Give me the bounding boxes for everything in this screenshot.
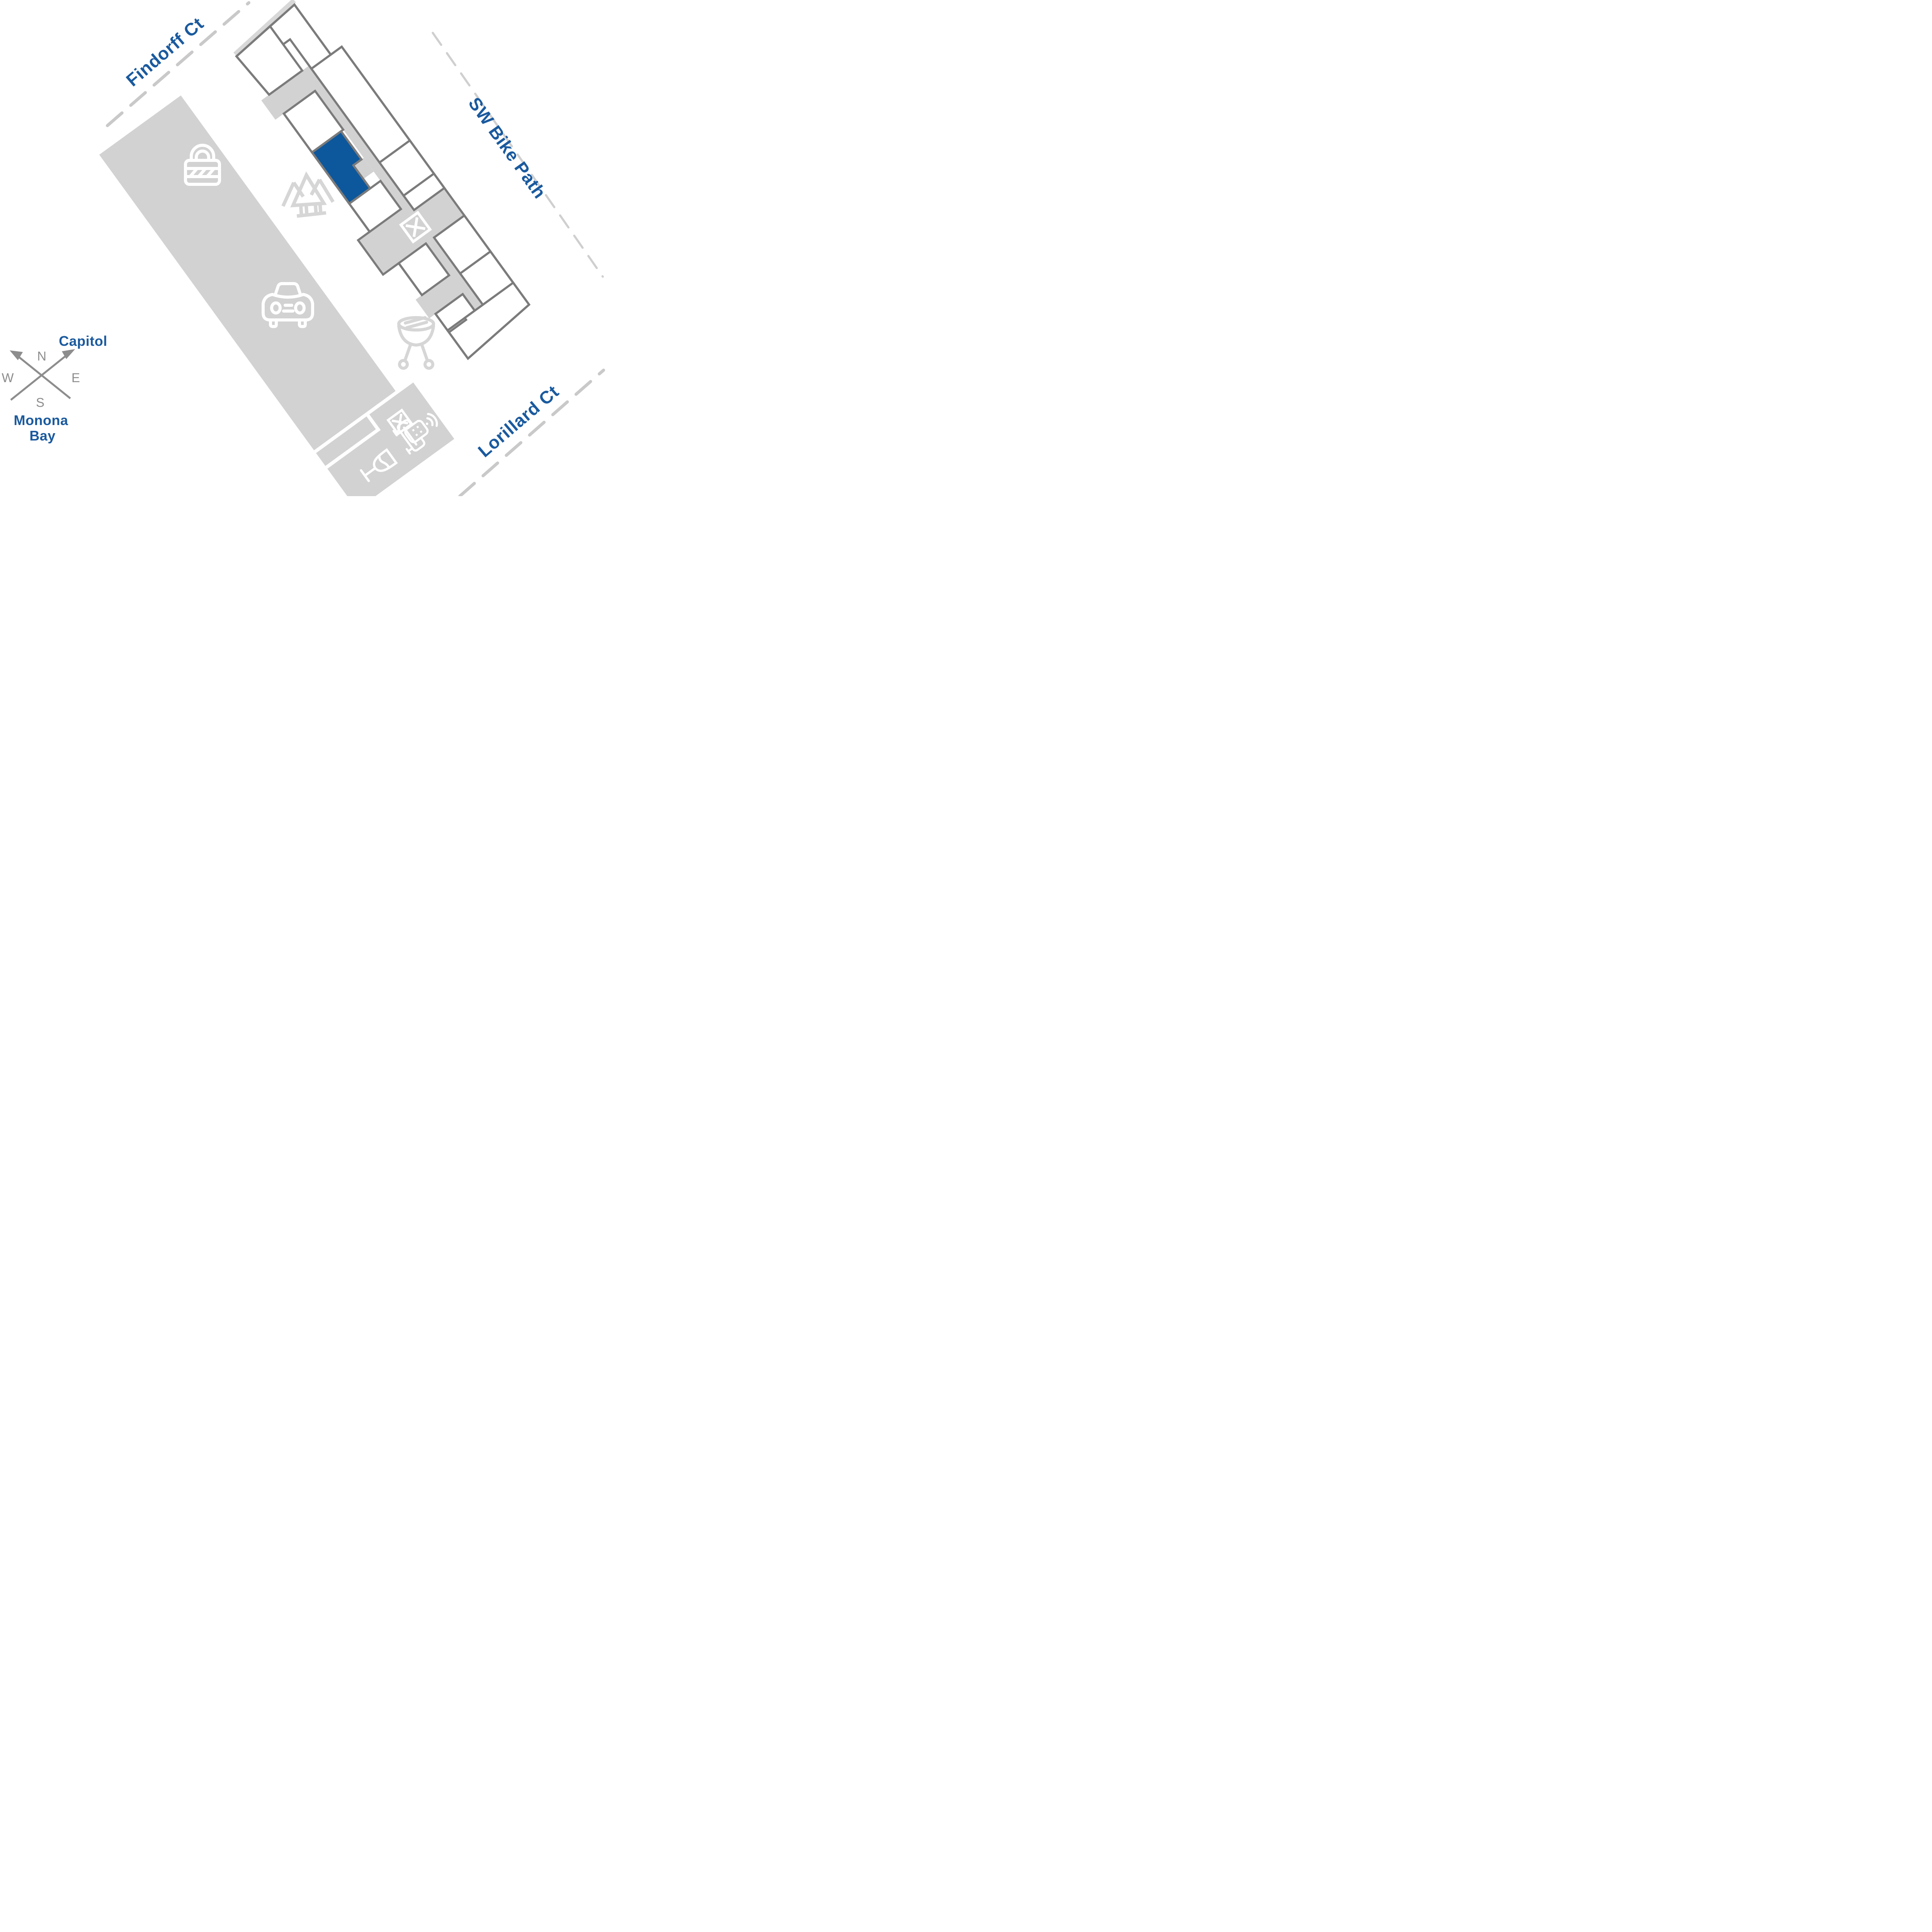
landmark-label-bay: Bay: [29, 428, 56, 444]
compass-arrowhead-nw: [10, 350, 23, 361]
car-icon: [262, 282, 314, 328]
corridor-jog: [354, 158, 374, 179]
compass-letter-e: E: [71, 371, 80, 385]
street-label-lorillard: Lorillard Ct: [474, 381, 563, 461]
sw-bike-path-line: [432, 32, 604, 278]
amenity-divider-step-line: [325, 413, 381, 469]
site-map-canvas: Findorff Ct SW Bike Path Lorillard Ct N …: [2, 0, 605, 496]
compass-letter-w: W: [2, 371, 14, 385]
amenity-divider-line: [314, 379, 413, 453]
compass-arrow-ne: [10, 354, 68, 401]
landmark-label-monona: Monona: [14, 412, 68, 428]
compass-letter-s: S: [36, 395, 44, 410]
landmark-labels: Capitol Monona Bay: [14, 333, 107, 444]
amenity-room-dividers: [314, 379, 413, 469]
wine-glass-icon: [360, 448, 398, 482]
building: [233, 0, 531, 360]
compass-arrow-nw: [16, 355, 71, 399]
compass-arrowhead-ne: [62, 349, 75, 359]
pine-trees-icon: [281, 171, 335, 218]
building-outline: [235, 3, 531, 360]
entry-walkway: [233, 0, 296, 56]
site-map: Findorff Ct SW Bike Path Lorillard Ct N …: [0, 0, 606, 496]
compass-arrows: [10, 349, 75, 401]
grill-icon: [397, 316, 435, 370]
corridor-se-exit: [415, 269, 471, 318]
landmark-label-capitol: Capitol: [59, 333, 107, 349]
street-label-findorff: Findorff Ct: [122, 13, 207, 90]
corridor-main: [301, 65, 483, 311]
padlock-icon: [184, 144, 221, 186]
elevator-icon: [399, 211, 432, 244]
corridor: [261, 65, 483, 318]
compass-letter-n: N: [37, 349, 46, 363]
corridor-center-plaza: [358, 203, 434, 275]
street-label-bike-path: SW Bike Path: [464, 94, 550, 202]
compass-letters: N W E S: [2, 349, 80, 410]
lorillard-ct-road-line: [458, 369, 605, 496]
wifi-lounge-chair-icon: [392, 413, 438, 455]
corridor-nw-exit: [261, 65, 323, 120]
findorff-ct-road-line: [106, 1, 250, 127]
compass: N W E S: [2, 349, 80, 410]
street-lines: [106, 1, 605, 496]
